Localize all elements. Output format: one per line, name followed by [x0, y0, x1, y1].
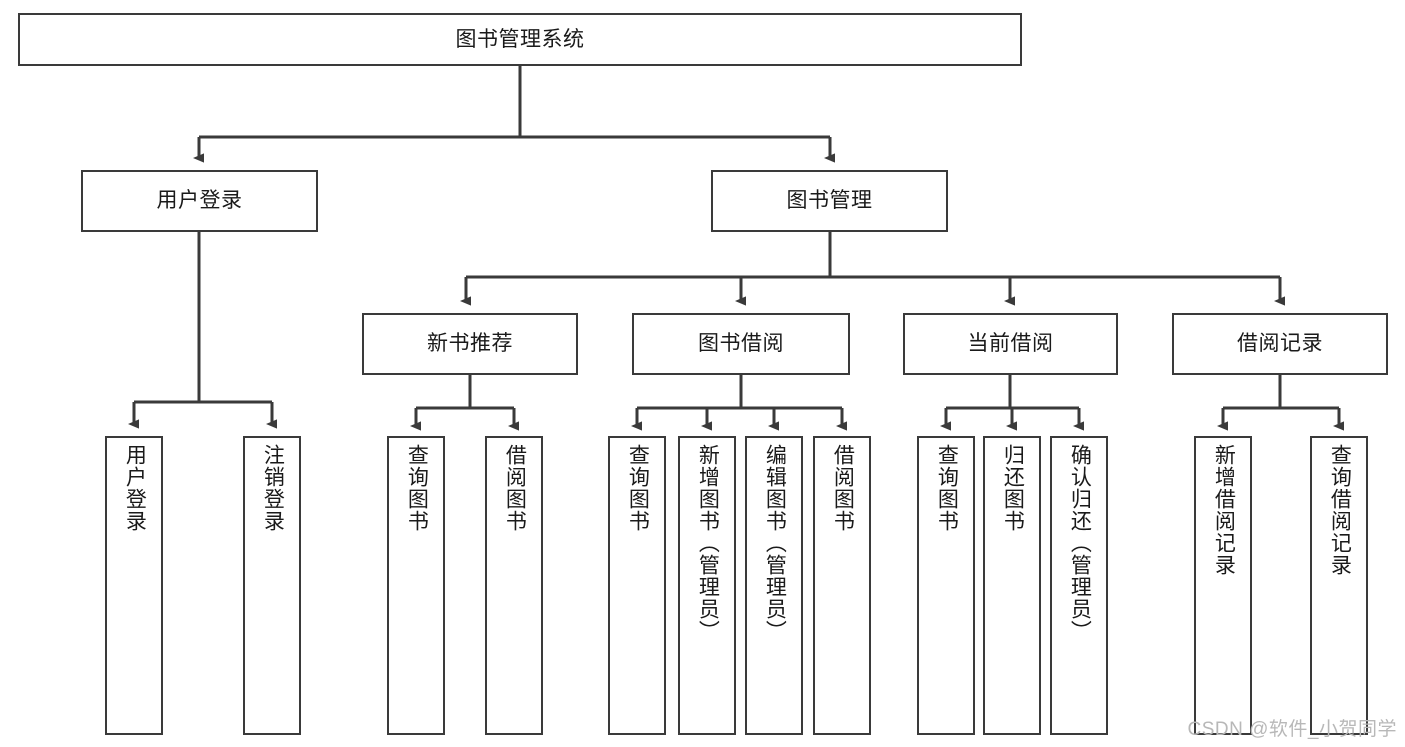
node-leaf-return-book-label: 归还图书	[1001, 444, 1025, 532]
node-leaf-query-book-3[interactable]: 查询图书	[917, 436, 975, 735]
watermark: CSDN @软件_小贺同学	[1187, 719, 1397, 740]
node-leaf-add-book-label: 新增图书（管理员）	[696, 444, 720, 642]
node-current-borrow[interactable]: 当前借阅	[903, 313, 1118, 375]
node-user-login[interactable]: 用户登录	[81, 170, 318, 232]
node-current-borrow-label: 当前借阅	[967, 332, 1054, 356]
node-leaf-query-book-2[interactable]: 查询图书	[608, 436, 666, 735]
node-leaf-logout[interactable]: 注销登录	[243, 436, 301, 735]
node-new-book-rec-label: 新书推荐	[427, 332, 513, 356]
node-book-borrow-label: 图书借阅	[698, 332, 784, 356]
node-leaf-return-book[interactable]: 归还图书	[983, 436, 1041, 735]
node-leaf-confirm-return[interactable]: 确认归还（管理员）	[1050, 436, 1108, 735]
node-leaf-add-record-label: 新增借阅记录	[1212, 444, 1236, 576]
node-leaf-borrow-book-2[interactable]: 借阅图书	[813, 436, 871, 735]
node-root-label: 图书管理系统	[455, 27, 585, 51]
node-leaf-add-record[interactable]: 新增借阅记录	[1194, 436, 1252, 735]
node-leaf-user-login[interactable]: 用户登录	[105, 436, 163, 735]
node-root[interactable]: 图书管理系统	[18, 13, 1022, 66]
node-leaf-add-book[interactable]: 新增图书（管理员）	[678, 436, 736, 735]
node-book-manage[interactable]: 图书管理	[711, 170, 948, 232]
node-leaf-borrow-book-1[interactable]: 借阅图书	[485, 436, 543, 735]
node-leaf-query-book-2-label: 查询图书	[626, 444, 650, 532]
node-new-book-rec[interactable]: 新书推荐	[362, 313, 578, 375]
node-leaf-edit-book[interactable]: 编辑图书（管理员）	[745, 436, 803, 735]
node-leaf-query-book-1[interactable]: 查询图书	[387, 436, 445, 735]
node-leaf-query-record[interactable]: 查询借阅记录	[1310, 436, 1368, 735]
node-borrow-record-label: 借阅记录	[1237, 332, 1323, 356]
node-user-login-label: 用户登录	[156, 189, 243, 213]
node-leaf-query-book-3-label: 查询图书	[935, 444, 959, 532]
node-book-manage-label: 图书管理	[786, 189, 873, 213]
node-leaf-borrow-book-1-label: 借阅图书	[503, 444, 527, 532]
node-leaf-borrow-book-2-label: 借阅图书	[831, 444, 855, 532]
node-book-borrow[interactable]: 图书借阅	[632, 313, 850, 375]
node-leaf-edit-book-label: 编辑图书（管理员）	[763, 444, 787, 642]
node-leaf-user-login-label: 用户登录	[123, 444, 147, 532]
node-borrow-record[interactable]: 借阅记录	[1172, 313, 1388, 375]
node-leaf-logout-label: 注销登录	[261, 444, 285, 532]
node-leaf-confirm-return-label: 确认归还（管理员）	[1068, 444, 1092, 642]
node-leaf-query-book-1-label: 查询图书	[405, 444, 429, 532]
node-leaf-query-record-label: 查询借阅记录	[1328, 444, 1352, 576]
